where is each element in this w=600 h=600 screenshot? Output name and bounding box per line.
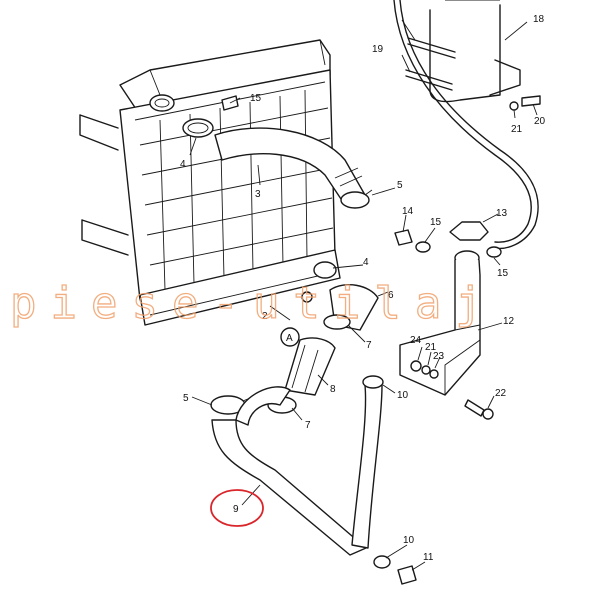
highlight-part-9: 9 (210, 489, 264, 527)
expansion-tank-18 (429, 0, 521, 103)
callout-13: 13 (496, 208, 508, 219)
plug-11 (397, 565, 417, 585)
clamp-15-mid (415, 241, 431, 253)
coolant-reservoir-12 (399, 250, 481, 396)
callout-3: 3 (255, 189, 261, 200)
callout-4-lower: 4 (363, 257, 369, 268)
callout-8: 8 (330, 384, 336, 395)
bolt-20 (509, 95, 541, 111)
strap-bars-19 (405, 37, 456, 91)
callout-5-lower: 5 (183, 393, 189, 404)
callout-5-upper: 5 (397, 180, 403, 191)
callout-10-upper: 10 (397, 390, 409, 401)
hose-clamp-10-lower (373, 555, 391, 569)
callout-7-lower: 7 (305, 420, 311, 431)
callout-18: 18 (533, 14, 545, 25)
callout-2: 2 (262, 311, 268, 322)
callout-24: 24 (410, 335, 422, 346)
callout-labels: 18 19 15 21 20 4 3 5 14 15 13 15 4 6 12 … (180, 14, 546, 563)
coolant-pipe-9 (211, 386, 367, 556)
callout-21-lower: 21 (425, 342, 437, 353)
bolt-22 (464, 399, 494, 420)
view-marker-a: A (280, 327, 300, 347)
callout-12: 12 (503, 316, 515, 327)
watermark: piese-utilaj (10, 278, 496, 329)
callout-20: 20 (534, 116, 546, 127)
clamp-15-right (486, 246, 502, 258)
callout-4-upper: 4 (180, 159, 186, 170)
radiator (79, 39, 341, 326)
callout-19: 19 (372, 44, 384, 55)
hose-8 (284, 337, 336, 396)
callout-9: 9 (233, 504, 239, 515)
spacer-14 (394, 229, 413, 246)
callout-15-right: 15 (497, 268, 509, 279)
hose-clamp-4-upper (182, 118, 214, 138)
fitting-24-21-23 (410, 360, 439, 379)
hose-clamp-4-lower (313, 261, 337, 279)
callout-21-top: 21 (511, 124, 523, 135)
callout-22: 22 (495, 388, 507, 399)
callout-10-lower: 10 (403, 535, 415, 546)
overflow-pipe (393, 0, 539, 250)
coolant-pipe-10 (351, 375, 384, 549)
callout-11: 11 (423, 552, 434, 563)
callout-15-top: 15 (250, 93, 262, 104)
leader-lines (189, 19, 538, 571)
hose-clamp-5-upper (340, 189, 373, 209)
callout-6: 6 (388, 290, 394, 301)
callout-23: 23 (433, 351, 445, 362)
pressure-cap-13 (449, 221, 489, 241)
callout-15-mid: 15 (430, 217, 442, 228)
callout-14: 14 (402, 206, 414, 217)
callout-7-upper: 7 (366, 340, 372, 351)
view-marker-a-label: A (286, 333, 293, 344)
hose-clamp-7-upper (323, 314, 351, 330)
